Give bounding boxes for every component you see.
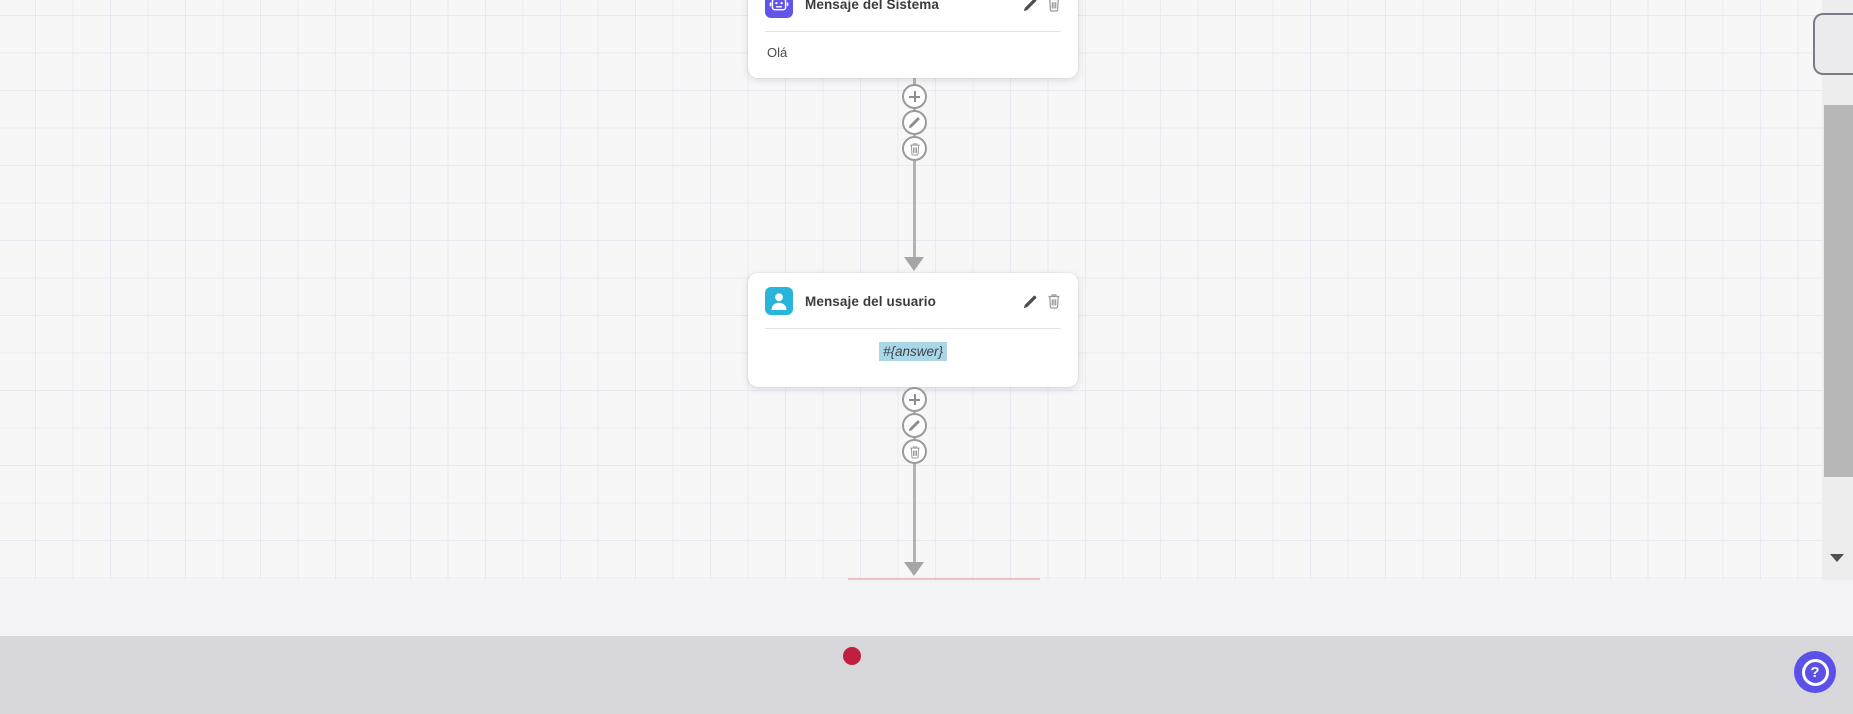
vertical-scrollbar[interactable] [1822,0,1853,580]
unsaved-changes-badge [843,647,861,665]
node-header: Mensaje del usuario [748,273,1078,328]
node-system-message[interactable]: Mensaje del Sistema Olá [748,0,1078,78]
node-content[interactable]: Olá [767,45,788,60]
delete-node-button[interactable] [1047,0,1061,12]
divider [765,31,1061,32]
scrollbar-down-arrow-icon[interactable] [1830,554,1844,562]
delete-step-button[interactable] [902,439,927,464]
pencil-icon [908,419,921,432]
edit-step-button[interactable] [902,413,927,438]
question-icon: ? [1801,658,1829,686]
connector-line [913,387,916,563]
connector-line [913,78,916,258]
node-header: Mensaje del Sistema [748,0,1078,31]
clipped-side-panel [1813,13,1853,75]
add-step-button[interactable] [902,84,927,109]
delete-step-button[interactable] [902,136,927,161]
edit-node-button[interactable] [1023,294,1038,309]
bottom-toolbar: Editar Apariencia Recargar Salvar Prueba [0,636,1853,714]
edit-step-button[interactable] [902,110,927,135]
help-button[interactable]: ? [1794,651,1836,693]
trash-icon [909,445,921,459]
pencil-icon [908,116,921,129]
node-user-message[interactable]: Mensaje del usuario #{answer} [748,273,1078,387]
robot-icon [765,0,793,18]
delete-node-button[interactable] [1047,293,1061,309]
node-title: Mensaje del usuario [805,293,936,309]
edit-node-button[interactable] [1023,0,1038,12]
flow-canvas[interactable]: Mensaje del Sistema Olá [0,0,1822,580]
canvas-footer-band [0,580,1853,636]
plus-icon [909,91,920,102]
add-step-button[interactable] [902,387,927,412]
hidden-node-edge [848,578,1040,580]
user-icon [765,287,793,315]
variable-chip[interactable]: #{answer} [878,342,948,361]
arrow-down-icon [904,562,924,576]
arrow-down-icon [904,257,924,271]
trash-icon [909,142,921,156]
scrollbar-thumb[interactable] [1824,105,1853,477]
node-title: Mensaje del Sistema [805,0,939,12]
divider [765,328,1061,329]
plus-icon [909,394,920,405]
